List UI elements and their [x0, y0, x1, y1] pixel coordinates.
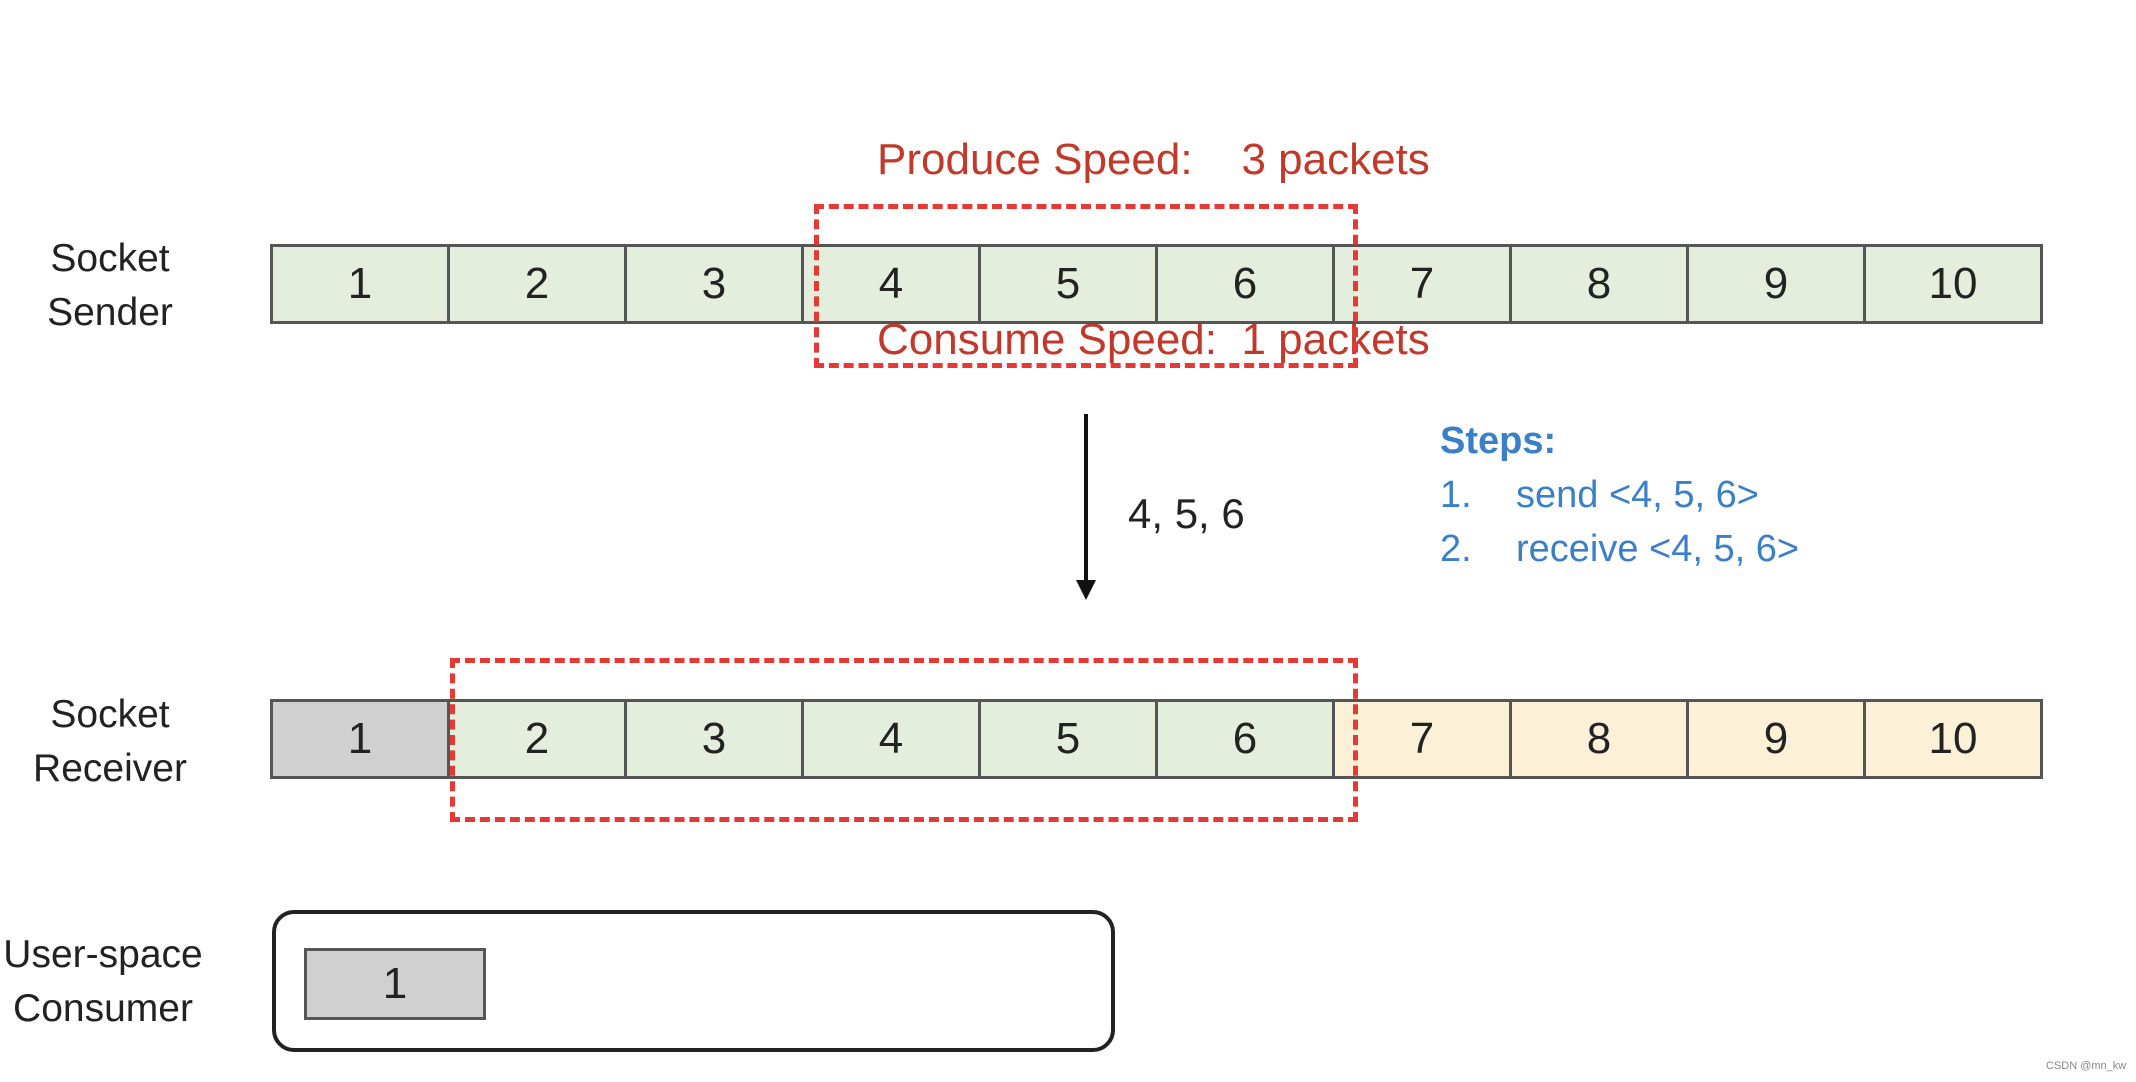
step-text: send <4, 5, 6>	[1516, 474, 1759, 516]
sender-label-line2: Sender	[47, 291, 173, 334]
receiver-packet-2: 2	[447, 699, 627, 779]
receiver-buffer: 1 2 3 4 5 6 7 8 9 10	[270, 699, 2043, 779]
consumer-label-line1: User-space	[3, 933, 203, 976]
receiver-packet-1: 1	[270, 699, 450, 779]
arrow-label: 4, 5, 6	[1128, 490, 1245, 537]
consumer-label: User-space Consumer	[0, 928, 210, 1036]
produce-speed-value: 3 packets	[1241, 135, 1430, 184]
sender-send-window	[814, 204, 1358, 368]
receiver-packet-10: 10	[1863, 699, 2043, 779]
steps-list: Steps: 1. send <4, 5, 6> 2. receive <4, 5,…	[1440, 414, 1799, 576]
step-number: 1.	[1440, 474, 1472, 516]
sender-label: Socket Sender	[0, 232, 220, 340]
sender-buffer: 1 2 3 4 5 6 7 8 9 10	[270, 244, 2043, 324]
consumer-box: 1	[272, 910, 1115, 1052]
receiver-label: Socket Receiver	[0, 688, 220, 796]
steps-title: Steps:	[1440, 420, 1557, 462]
produce-speed-line: Produce Speed: 3 packets	[877, 130, 1430, 190]
step-item: 2. receive <4, 5, 6>	[1440, 522, 1799, 576]
receiver-packet-7: 7	[1332, 699, 1512, 779]
receiver-label-line1: Socket	[50, 693, 170, 736]
watermark: CSDN @mn_kw	[2046, 1060, 2127, 1072]
sender-packet-1: 1	[270, 244, 450, 324]
step-item: 1. send <4, 5, 6>	[1440, 468, 1799, 522]
sender-packet-9: 9	[1686, 244, 1866, 324]
sender-packet-8: 8	[1509, 244, 1689, 324]
step-text: receive <4, 5, 6>	[1516, 528, 1800, 570]
consumer-label-line2: Consumer	[13, 987, 193, 1030]
consumer-packet: 1	[304, 948, 486, 1020]
receiver-packet-4: 4	[801, 699, 981, 779]
receiver-packet-3: 3	[624, 699, 804, 779]
sender-packet-3: 3	[624, 244, 804, 324]
produce-speed-label: Produce Speed:	[877, 135, 1193, 184]
receiver-label-line2: Receiver	[33, 747, 187, 790]
sender-packet-10: 10	[1863, 244, 2043, 324]
sender-packet-7: 7	[1332, 244, 1512, 324]
step-number: 2.	[1440, 528, 1472, 570]
receiver-packet-9: 9	[1686, 699, 1866, 779]
sender-packet-5: 5	[978, 244, 1158, 324]
receiver-buffered-window	[450, 658, 1358, 822]
transfer-arrow	[1076, 414, 1096, 600]
receiver-packet-5: 5	[978, 699, 1158, 779]
sender-packet-2: 2	[447, 244, 627, 324]
sender-label-line1: Socket	[50, 237, 170, 280]
receiver-packet-8: 8	[1509, 699, 1689, 779]
